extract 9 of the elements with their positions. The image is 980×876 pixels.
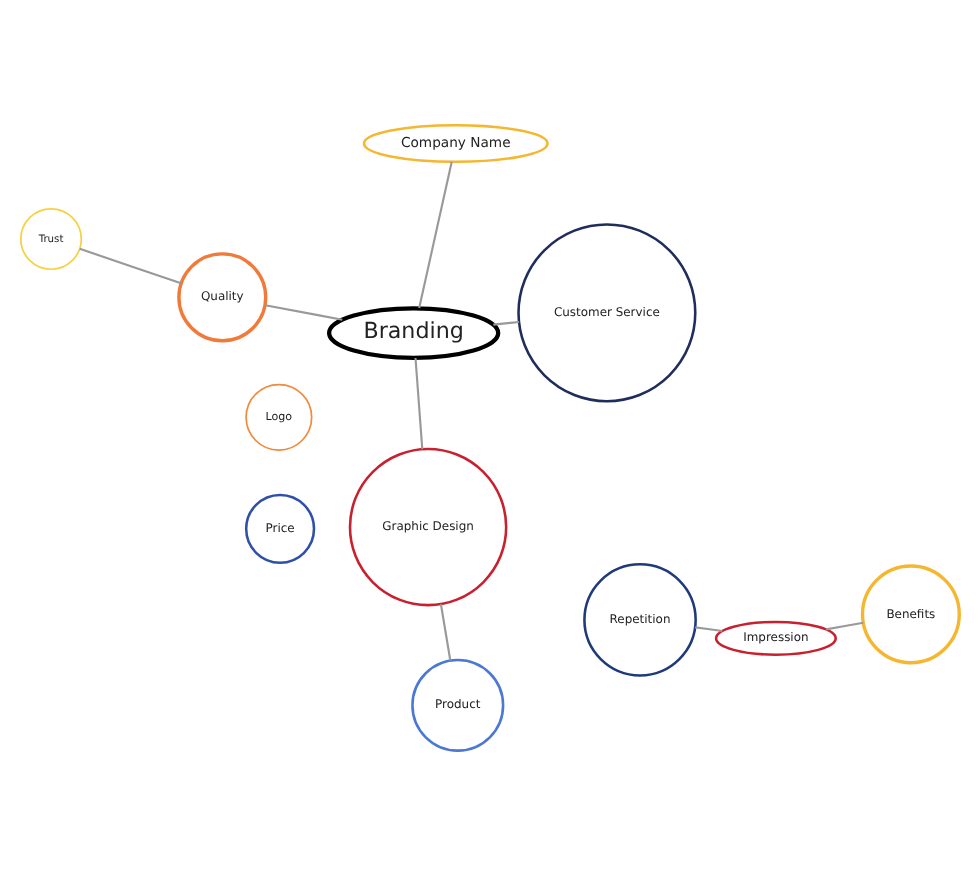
node-ellipse: Branding	[326, 306, 501, 360]
connector	[414, 357, 424, 450]
connector	[439, 603, 452, 661]
connector	[493, 320, 520, 326]
connector	[418, 161, 453, 309]
connector	[79, 247, 182, 285]
connector	[265, 304, 343, 321]
connector	[825, 621, 864, 631]
connector	[695, 626, 723, 633]
